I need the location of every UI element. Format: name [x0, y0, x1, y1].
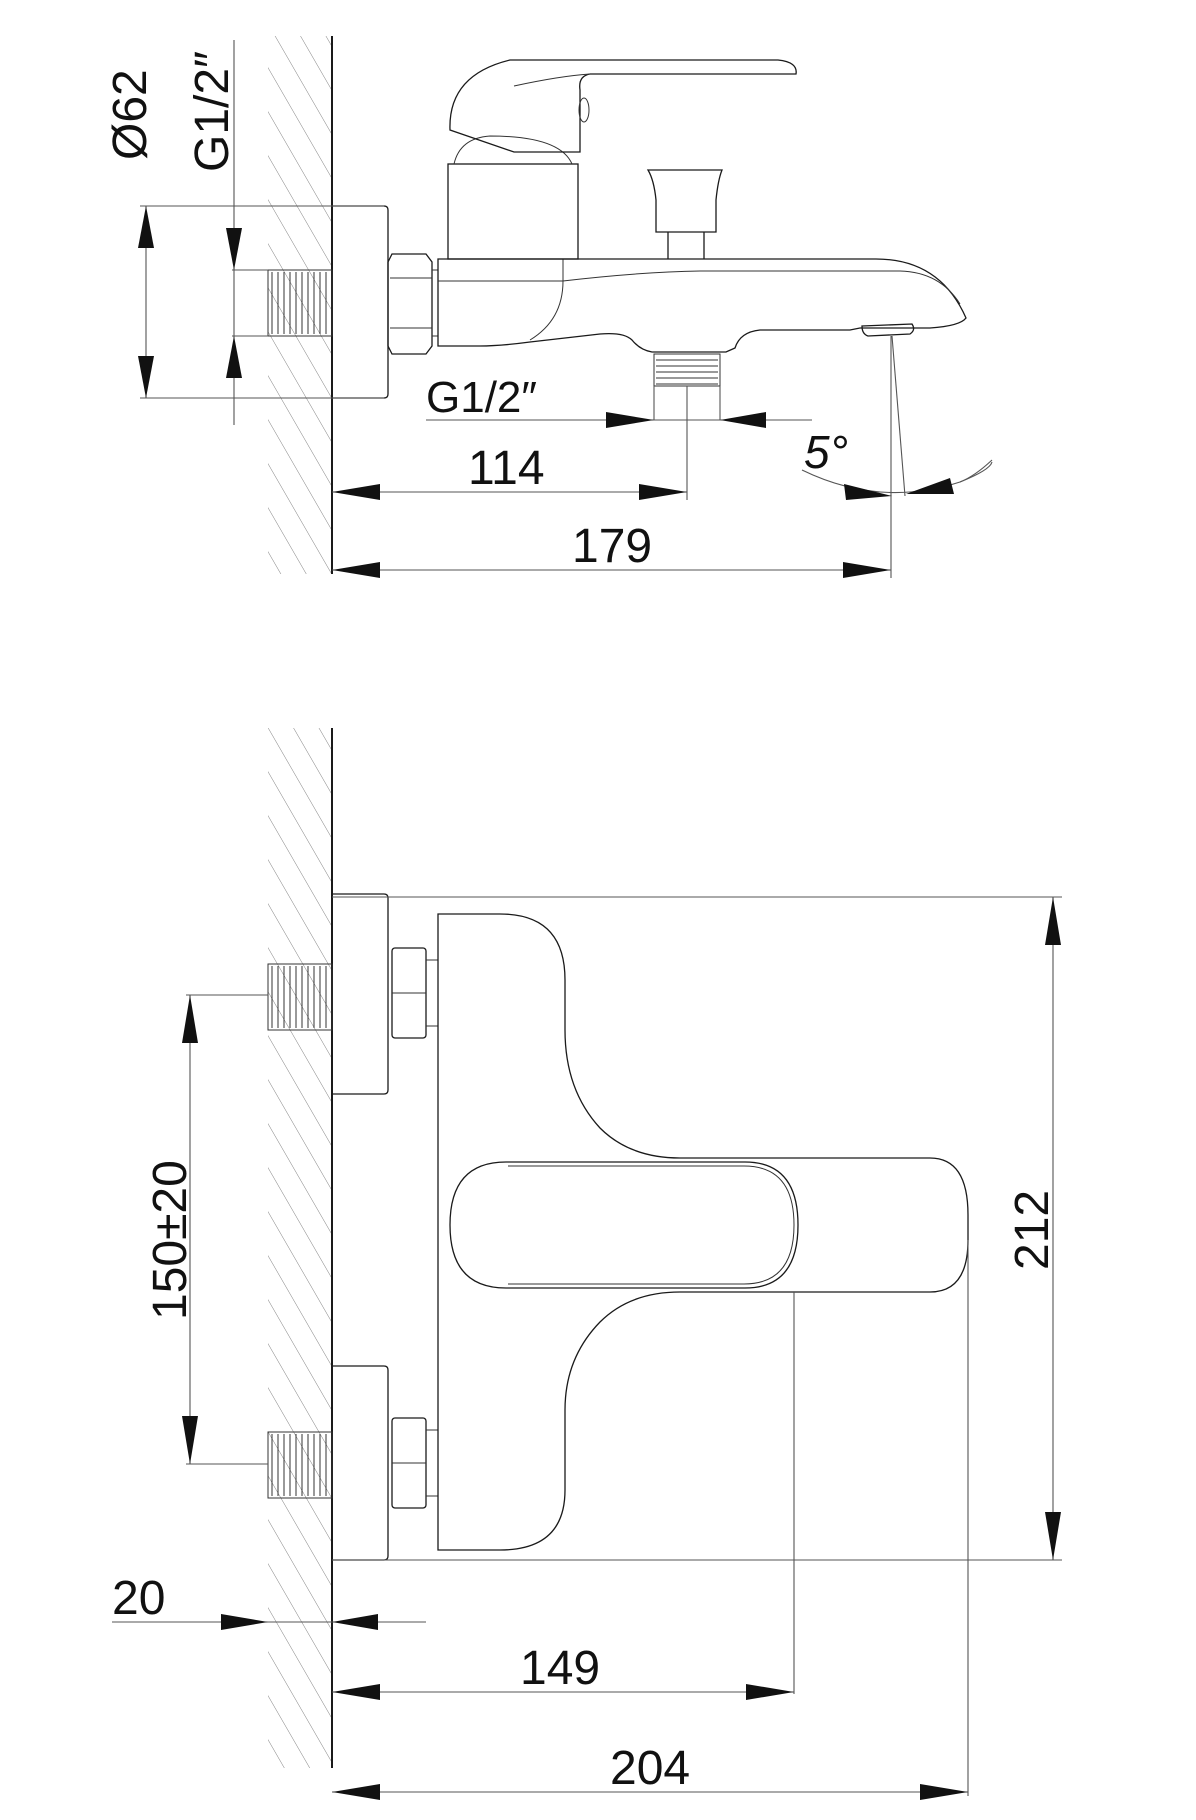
lower-hex-nut — [391, 1417, 438, 1509]
label-wall-offset: 20 — [112, 1572, 165, 1625]
label-spout-projection: 179 — [572, 520, 652, 573]
label-outlet-thread: G1/2″ — [426, 373, 537, 422]
dim-spout-angle: 5° — [801, 335, 993, 500]
upper-inlet-thread — [267, 963, 333, 1031]
front-lever — [449, 1161, 799, 1289]
upper-flange — [332, 893, 389, 1095]
lower-inlet-thread — [267, 1431, 333, 1499]
label-handle-projection: 149 — [520, 1642, 600, 1695]
dim-total-width: 204 — [332, 1240, 969, 1800]
mixer-lever — [449, 59, 797, 153]
label-total-height: 212 — [1006, 1190, 1059, 1270]
outlet-thread — [653, 353, 721, 387]
mixer-body — [437, 913, 969, 1551]
dim-total-height: 212 — [1006, 897, 1061, 1560]
dim-outlet-thread: G1/2″ — [426, 373, 812, 428]
label-total-width: 204 — [610, 1742, 690, 1795]
upper-hex-nut — [391, 947, 438, 1039]
dim-inlet-spacing: 150±20 — [144, 994, 268, 1465]
front-view: 212 150±20 20 149 — [112, 728, 1062, 1800]
label-flange-diameter: Ø62 — [104, 69, 157, 160]
label-inlet-thread: G1/2″ — [186, 51, 239, 172]
diverter-knob — [646, 169, 723, 259]
label-inlet-spacing: 150±20 — [144, 1160, 197, 1320]
cartridge-housing — [447, 163, 579, 260]
inlet-thread — [267, 269, 333, 337]
wall-flange — [332, 205, 389, 399]
label-spout-angle: 5° — [804, 426, 848, 478]
hex-nut — [387, 253, 433, 355]
wall-hatch-bottom — [268, 728, 332, 1768]
dim-wall-offset: 20 — [112, 1572, 426, 1630]
lower-flange — [332, 1365, 389, 1561]
side-view: Ø62 G1/2″ G1/2″ 114 — [104, 36, 993, 578]
label-outlet-distance: 114 — [468, 442, 545, 495]
wall-hatch-top — [268, 36, 332, 574]
dim-spout-projection: 179 — [332, 336, 892, 578]
dim-inlet-thread: G1/2″ — [186, 40, 268, 425]
dim-flange-diameter: Ø62 — [104, 69, 384, 399]
dim-handle-projection: 149 — [332, 1292, 795, 1700]
dim-outlet-distance: 114 — [332, 386, 688, 500]
aerator — [861, 323, 915, 337]
spout-body — [437, 258, 967, 353]
